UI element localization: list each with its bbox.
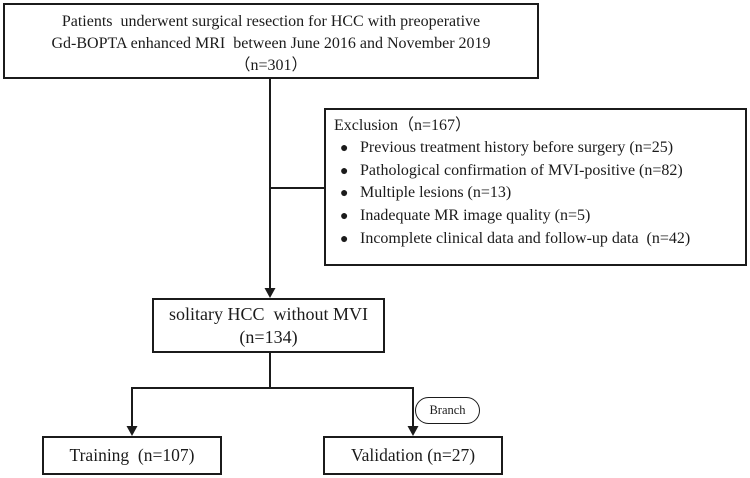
training-label: Training (n=107): [69, 445, 195, 465]
exclusion-item-text: Inadequate MR image quality (n=5): [360, 207, 591, 225]
node-exclusion: Exclusion（n=167） ● Previous treatment hi…: [324, 108, 747, 266]
exclusion-item: ● Multiple lesions (n=13): [334, 182, 739, 205]
bullet-icon: ●: [340, 140, 349, 156]
bullet-icon: ●: [340, 231, 349, 247]
bullet-icon: ●: [340, 163, 349, 179]
patients-line-1: Patients underwent surgical resection fo…: [61, 13, 481, 30]
node-validation: Validation (n=27): [323, 436, 503, 475]
node-training: Training (n=107): [42, 436, 222, 475]
bullet-icon: ●: [340, 209, 349, 225]
exclusion-item-text: Incomplete clinical data and follow-up d…: [360, 229, 691, 247]
arrowhead-training-icon: [126, 426, 138, 436]
exclusion-item: ● Pathological confirmation of MVI-posit…: [334, 160, 739, 183]
arrowhead-validation-icon: [407, 426, 419, 436]
exclusion-item: ● Previous treatment history before surg…: [334, 137, 739, 160]
exclusion-item-text: Pathological confirmation of MVI-positiv…: [360, 161, 683, 179]
solitary-hcc-line-1: solitary HCC without MVI: [168, 304, 368, 324]
patients-count: （n=301）: [234, 57, 308, 74]
exclusion-item-text: Previous treatment history before surger…: [360, 138, 674, 156]
exclusion-item: ● Inadequate MR image quality (n=5): [334, 205, 739, 228]
patients-line-2: Gd-BOPTA enhanced MRI between June 2016 …: [51, 35, 491, 52]
branch-label: Branch: [415, 397, 480, 424]
validation-label: Validation (n=27): [350, 445, 476, 465]
solitary-hcc-count: (n=134): [239, 327, 298, 347]
node-patients-cohort: Patients underwent surgical resection fo…: [3, 3, 539, 79]
arrowhead-middle-icon: [264, 288, 276, 298]
exclusion-item-text: Multiple lesions (n=13): [360, 184, 512, 202]
bullet-icon: ●: [340, 186, 349, 202]
node-solitary-hcc: solitary HCC without MVI (n=134): [152, 298, 385, 353]
exclusion-item: ● Incomplete clinical data and follow-up…: [334, 228, 739, 251]
exclusion-heading: Exclusion（n=167）: [334, 117, 472, 134]
